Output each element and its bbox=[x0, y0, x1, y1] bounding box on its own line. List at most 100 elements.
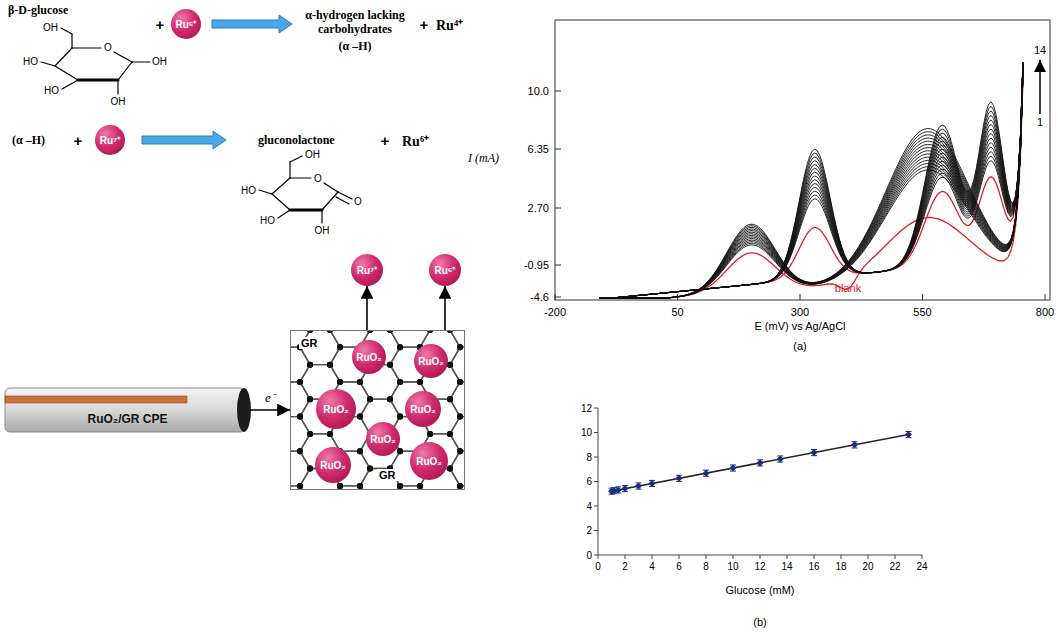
carbon-atom bbox=[357, 483, 363, 489]
axis-tick bbox=[1045, 294, 1046, 300]
ruthenium-particle: RuO₂ bbox=[352, 340, 386, 374]
carbon-atom bbox=[367, 396, 373, 402]
curve-number: 1 bbox=[1037, 116, 1043, 128]
tick-label: 14 bbox=[781, 561, 792, 572]
fit-line bbox=[612, 435, 909, 492]
abbreviation: (α –H) bbox=[338, 39, 371, 54]
error-bar bbox=[906, 432, 912, 438]
ruthenium-particle: RuO₂ bbox=[315, 447, 351, 483]
carbon-atom bbox=[297, 379, 303, 385]
chemical-bond bbox=[62, 80, 78, 89]
carbon-atom bbox=[307, 466, 313, 472]
chemical-bond bbox=[117, 80, 118, 94]
error-bar bbox=[852, 442, 858, 448]
chemical-bond bbox=[41, 62, 55, 66]
compound-name: gluconolactone bbox=[258, 133, 335, 148]
plus-sign: + bbox=[420, 16, 429, 33]
carbon-atom bbox=[417, 379, 423, 385]
node-label: Ru⁶⁺ bbox=[176, 17, 197, 31]
carbon-atom bbox=[397, 344, 403, 350]
carbon-atom bbox=[447, 431, 453, 437]
axis-tick bbox=[555, 149, 561, 150]
tick-label: -0.95 bbox=[524, 259, 549, 271]
reaction-arrow bbox=[212, 15, 292, 33]
error-bar bbox=[703, 470, 709, 476]
tick-label: 800 bbox=[1036, 306, 1054, 318]
carbon-atom bbox=[397, 379, 403, 385]
cv-curve bbox=[599, 63, 1023, 298]
tick-label: 50 bbox=[671, 306, 683, 318]
chemical-bond bbox=[290, 177, 311, 178]
carbon-atom bbox=[457, 344, 463, 350]
atom-label: HO bbox=[241, 185, 256, 196]
tick-label: 300 bbox=[791, 306, 809, 318]
carbon-atom bbox=[427, 431, 433, 437]
carbon-atom bbox=[327, 362, 333, 368]
chemical-bond bbox=[322, 192, 338, 210]
carbon-atom bbox=[387, 396, 393, 402]
chemical-bond bbox=[55, 48, 72, 66]
node-label: GR bbox=[299, 337, 320, 349]
carbon-atom bbox=[447, 331, 453, 333]
carbon-atom bbox=[297, 414, 303, 420]
tick-label: 10 bbox=[727, 561, 738, 572]
axis-tick bbox=[555, 297, 561, 298]
plus-sign: + bbox=[74, 132, 83, 149]
chemical-bond bbox=[289, 162, 290, 178]
chemical-bond bbox=[72, 47, 101, 48]
error-bar bbox=[676, 475, 682, 481]
carbon-atom bbox=[457, 448, 463, 454]
axis-tick bbox=[555, 91, 561, 92]
compound-name: β-D-glucose bbox=[8, 3, 68, 18]
tick-label: 16 bbox=[808, 561, 819, 572]
carbon-atom bbox=[367, 331, 373, 333]
carbon-atom bbox=[457, 414, 463, 420]
chemical-bond bbox=[290, 156, 302, 162]
carbon-atom bbox=[447, 396, 453, 402]
carbon-atom bbox=[457, 414, 463, 420]
node-label: RuO₂ bbox=[370, 434, 396, 445]
chemical-bond bbox=[338, 192, 352, 199]
node-label: RuO₂ bbox=[416, 456, 442, 467]
carbon-atom bbox=[457, 414, 463, 420]
error-bar bbox=[757, 460, 763, 466]
axis-tick bbox=[594, 555, 598, 556]
carbon-atom bbox=[447, 331, 453, 333]
atom-label: O bbox=[104, 42, 112, 53]
carbon-atom bbox=[447, 396, 453, 402]
chemical-bond bbox=[61, 28, 72, 34]
error-bar bbox=[636, 483, 642, 489]
carbon-atom bbox=[307, 466, 313, 472]
tick-label: 12 bbox=[754, 561, 765, 572]
carbon-atom bbox=[387, 331, 393, 333]
curve-label: blank bbox=[835, 282, 861, 294]
tick-label: 8 bbox=[703, 561, 709, 572]
node-label: Ru⁶⁺ bbox=[435, 263, 456, 277]
carbon-paste-electrode: RuO₂/GR CPE bbox=[5, 388, 250, 432]
carbon-atom bbox=[367, 466, 373, 472]
tick-label: 6 bbox=[586, 476, 592, 487]
node-label: RuO₂/GR CPE bbox=[87, 412, 167, 426]
carbon-atom bbox=[397, 414, 403, 420]
data-point bbox=[730, 465, 737, 472]
tick-label: 8 bbox=[586, 452, 592, 463]
graphene-sheet: GRGRRuO₂RuO₂RuO₂RuO₂RuO₂RuO₂RuO₂ bbox=[290, 330, 465, 490]
carbon-atom bbox=[447, 331, 453, 333]
axis-tick bbox=[841, 555, 842, 559]
carbon-atom bbox=[367, 396, 373, 402]
carbon-atom bbox=[427, 431, 433, 437]
carbon-atom bbox=[337, 483, 343, 489]
carbon-atom bbox=[397, 414, 403, 420]
carbon-atom bbox=[327, 431, 333, 437]
axis-title: E (mV) vs Ag/AgCl bbox=[754, 320, 845, 332]
axis-tick bbox=[625, 555, 626, 559]
tick-label: 2.70 bbox=[528, 202, 549, 214]
edge-label: e⁻ bbox=[264, 388, 276, 406]
carbon-atom bbox=[397, 414, 403, 420]
error-bar bbox=[649, 480, 655, 486]
carbon-atom bbox=[297, 448, 303, 454]
data-point bbox=[615, 486, 622, 493]
node-label: GR bbox=[377, 469, 398, 481]
carbon-atom bbox=[447, 431, 453, 437]
axis-tick bbox=[922, 294, 923, 300]
